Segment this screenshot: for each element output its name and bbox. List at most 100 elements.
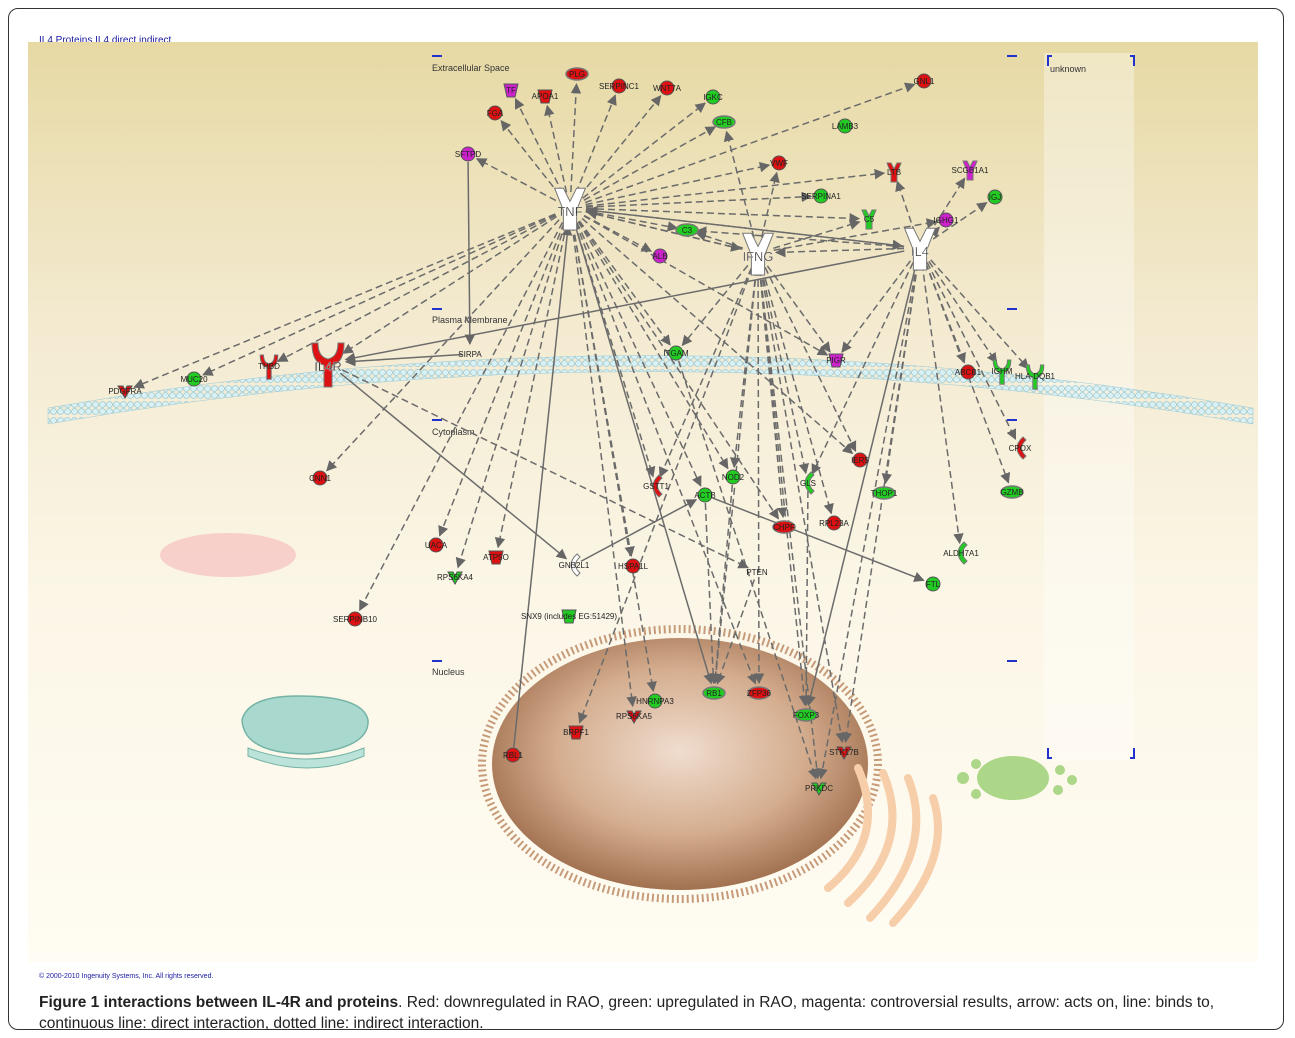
il4-label: IL4 bbox=[911, 244, 929, 259]
node-rps6ka5[interactable]: RPS6KA5 bbox=[616, 710, 653, 724]
node-stk17b[interactable]: STK17B bbox=[829, 746, 859, 760]
node-fga[interactable]: FGA bbox=[487, 105, 504, 121]
node-hspa1l[interactable]: HSPA1L bbox=[618, 558, 649, 574]
node-gnb2l1[interactable]: GNB2L1 bbox=[559, 553, 590, 577]
node-tf[interactable]: TF bbox=[503, 83, 519, 98]
node-gnl1[interactable]: GNL1 bbox=[914, 73, 935, 89]
nod2-shape bbox=[725, 469, 741, 485]
node-aldh7a1[interactable]: ALDH7A1 bbox=[943, 541, 979, 565]
node-brpf1[interactable]: BRPF1 bbox=[563, 725, 589, 740]
node-rps6ka4[interactable]: RPS6KA4 bbox=[437, 571, 474, 585]
thop1-shape bbox=[872, 486, 896, 500]
atp5o-label: ATP5O bbox=[483, 553, 509, 562]
node-gzmb[interactable]: GZMB bbox=[1000, 485, 1024, 499]
ier5-label: IER5 bbox=[851, 456, 869, 465]
node-cpox[interactable]: CPOX bbox=[1009, 436, 1032, 460]
node-serpina1[interactable]: SERPINA1 bbox=[801, 188, 841, 204]
node-gstt1[interactable]: GSTT1 bbox=[643, 474, 669, 498]
node-ighg1[interactable]: IGHG1 bbox=[934, 212, 959, 228]
node-c3[interactable]: C3 bbox=[675, 223, 699, 237]
serpinc1-label: SERPINC1 bbox=[599, 82, 640, 91]
node-cnn1[interactable]: CNN1 bbox=[309, 470, 331, 486]
edge-tnf-to-cnn1 bbox=[326, 219, 560, 472]
edge-il4r-to-pten bbox=[342, 369, 749, 569]
node-pdgfra[interactable]: PDGFRA bbox=[108, 385, 142, 399]
node-atp5o[interactable]: ATP5O bbox=[483, 550, 509, 565]
igkc-label: IGKC bbox=[703, 93, 723, 102]
node-itgam[interactable]: ITGAM bbox=[663, 345, 689, 361]
node-vwf[interactable]: VWF bbox=[770, 155, 788, 171]
node-sftpd[interactable]: SFTPD bbox=[455, 146, 481, 162]
node-alb[interactable]: ALB bbox=[652, 248, 668, 264]
node-plg[interactable]: PLG bbox=[565, 67, 589, 81]
node-snx9[interactable]: SNX9 (includes EG:51429) bbox=[521, 609, 617, 624]
node-serpinb10[interactable]: SERPINB10 bbox=[333, 611, 378, 627]
vwf-shape bbox=[771, 155, 787, 171]
node-apoa1[interactable]: APOA1 bbox=[532, 89, 559, 104]
node-chpf[interactable]: CHPF bbox=[772, 520, 796, 534]
lysosome bbox=[160, 533, 296, 577]
edge-il4-to-il4r bbox=[344, 250, 905, 363]
node-nod2[interactable]: NOD2 bbox=[722, 469, 745, 485]
apoa1-shape bbox=[537, 89, 553, 104]
node-serpinc1[interactable]: SERPINC1 bbox=[599, 78, 640, 94]
node-ighm[interactable]: IGHM bbox=[992, 359, 1013, 385]
node-uaca[interactable]: UACA bbox=[425, 537, 448, 553]
node-scgb1a1[interactable]: SCGB1A1 bbox=[952, 160, 989, 181]
edge-tnf-to-sftpd bbox=[475, 158, 557, 202]
gnb2l1-label: GNB2L1 bbox=[559, 561, 590, 570]
node-gls[interactable]: GLS bbox=[800, 471, 816, 495]
node-muc20[interactable]: MUC20 bbox=[180, 371, 208, 387]
node-pigr[interactable]: PIGR bbox=[826, 353, 846, 368]
node-hla-dqb1[interactable]: HLA-DQB1 bbox=[1015, 364, 1056, 390]
node-wnt7a[interactable]: WNT7A bbox=[653, 80, 682, 96]
hla-dqb1-label: HLA-DQB1 bbox=[1015, 372, 1056, 381]
node-thbd[interactable]: THBD bbox=[258, 354, 280, 380]
node-igkc[interactable]: IGKC bbox=[703, 89, 723, 105]
node-ltb[interactable]: LTB bbox=[886, 162, 902, 183]
node-igj[interactable]: IGJ bbox=[987, 189, 1003, 205]
pigr-label: PIGR bbox=[826, 356, 846, 365]
edge-tnf-to-ier5 bbox=[581, 217, 854, 455]
node-actb[interactable]: ACTB bbox=[694, 487, 716, 503]
edge-il4-to-stk17b bbox=[841, 263, 919, 744]
node-il4[interactable]: IL4 bbox=[903, 227, 937, 271]
edge-tnf-to-gnl1 bbox=[584, 82, 916, 204]
gstt1-shape bbox=[652, 474, 663, 498]
edge-tnf-to-c3 bbox=[585, 210, 679, 232]
edge-il4-to-aldh7a1 bbox=[921, 263, 964, 545]
edge-sirpa-to-il4r bbox=[344, 353, 463, 367]
node-sirpa[interactable]: SIRPA bbox=[458, 350, 482, 359]
copyright-text: © 2000-2010 Ingenuity Systems, Inc. All … bbox=[39, 973, 214, 980]
figure-caption: Figure 1 interactions between IL-4R and … bbox=[39, 992, 1279, 1034]
node-pten[interactable]: PTEN bbox=[746, 568, 768, 577]
node-rpl23a[interactable]: RPL23A bbox=[819, 515, 850, 531]
c5-shape bbox=[861, 209, 877, 230]
zfp36-shape bbox=[747, 686, 771, 700]
node-ier5[interactable]: IER5 bbox=[851, 452, 869, 468]
muc20-shape bbox=[186, 371, 202, 387]
node-rbl1[interactable]: RBL1 bbox=[503, 747, 524, 763]
edge-ifng-to-foxp3 bbox=[758, 268, 810, 707]
node-lamb3[interactable]: LAMB3 bbox=[832, 118, 859, 134]
edge-tnf-to-fga bbox=[500, 120, 561, 196]
edge-tnf-to-thbd bbox=[276, 214, 557, 363]
node-hnrnpa3[interactable]: HNRNPA3 bbox=[636, 693, 674, 709]
edge-ifng-to-cfb bbox=[723, 130, 755, 238]
node-c5[interactable]: C5 bbox=[861, 209, 877, 230]
node-il4r[interactable]: IL4R bbox=[311, 342, 345, 388]
node-prkdc[interactable]: PRKDC bbox=[805, 782, 833, 796]
rbl1-label: RBL1 bbox=[503, 751, 524, 760]
node-ftl[interactable]: FTL bbox=[925, 576, 941, 592]
node-tnf[interactable]: TNF bbox=[553, 187, 587, 231]
gstt1-label: GSTT1 bbox=[643, 482, 669, 491]
node-foxp3[interactable]: FOXP3 bbox=[793, 708, 820, 722]
node-ifng[interactable]: IFNG bbox=[741, 232, 775, 276]
stk17b-shape bbox=[836, 746, 852, 760]
edge-tnf-to-serpinb10 bbox=[358, 221, 564, 612]
node-zfp36[interactable]: ZFP36 bbox=[747, 686, 772, 700]
node-abcb1[interactable]: ABCB1 bbox=[955, 364, 982, 380]
node-rb1[interactable]: RB1 bbox=[702, 686, 726, 700]
node-thop1[interactable]: THOP1 bbox=[871, 486, 898, 500]
node-cfb[interactable]: CFB bbox=[712, 115, 736, 129]
